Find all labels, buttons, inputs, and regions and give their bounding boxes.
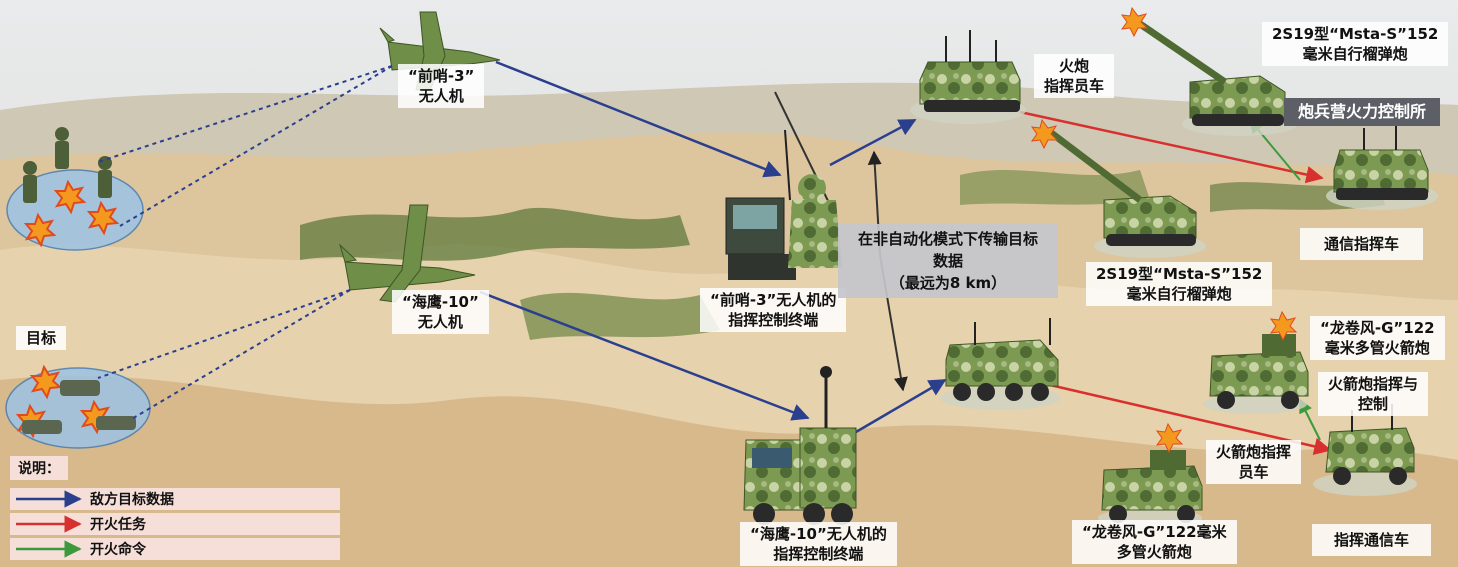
apc-icon	[940, 318, 1060, 410]
apc-icon	[1313, 404, 1417, 496]
target-data-arrows	[479, 60, 947, 434]
label-haiying-uav: “海鹰-10”无人机	[392, 290, 489, 334]
label-rocket-commander: 火箭炮指挥员车	[1206, 440, 1302, 484]
legend-item-fire-command: 开火命令	[10, 538, 340, 560]
foreground-hills	[0, 375, 1458, 567]
soldier-icon	[23, 127, 112, 203]
tree-band	[300, 207, 690, 261]
label-tornado-bottom: “龙卷风-G”122毫米多管火箭炮	[1072, 520, 1237, 564]
legend-label: 开火命令	[90, 542, 146, 558]
legend-item-target-data: 敌方目标数据	[10, 488, 340, 510]
uav-icon	[339, 204, 476, 303]
label-comm-vehicle: 通信指挥车	[1300, 228, 1424, 260]
tree-band	[520, 292, 720, 340]
label-haiying-terminal: “海鹰-10”无人机的指挥控制终端	[740, 522, 897, 566]
legend-swatch	[16, 490, 82, 508]
operator-icon	[725, 129, 842, 280]
label-qianshao-terminal: “前哨-3”无人机的指挥控制终端	[700, 288, 847, 332]
legend-label: 敌方目标数据	[90, 492, 174, 508]
label-command-comm-vehicle: 指挥通信车	[1312, 524, 1432, 556]
label-target: 目标	[16, 326, 67, 350]
tree-band	[960, 170, 1150, 205]
howitzer-icon	[1120, 6, 1298, 136]
legend-swatch	[16, 515, 82, 533]
uav-sight-lines	[97, 65, 393, 421]
howitzer-icon	[1030, 118, 1206, 258]
legend-swatch	[16, 540, 82, 558]
label-fire-control-post: 炮兵营火力控制所	[1284, 98, 1441, 126]
label-rocket-control: 火箭炮指挥与控制	[1318, 372, 1429, 416]
legend-label: 开火任务	[90, 517, 146, 533]
rocket-launcher-icon	[1203, 310, 1309, 414]
legend: 说明： 敌方目标数据 开火任务 开火命令	[6, 456, 344, 564]
apc-icon	[1326, 122, 1438, 210]
label-transfer-note: 在非自动化模式下传输目标数据（最远为8 km）	[838, 224, 1058, 298]
label-qianshao-uav: “前哨-3”无人机	[398, 64, 485, 108]
truck-icon	[743, 366, 857, 525]
legend-title: 说明：	[10, 456, 68, 480]
apc-icon	[910, 30, 1026, 124]
legend-item-fire-mission: 开火任务	[10, 513, 340, 535]
fire-mission-arrows	[1019, 110, 1332, 455]
tank-icon	[22, 380, 136, 434]
label-artillery-command-vehicle: 火炮指挥员车	[1034, 54, 1115, 98]
